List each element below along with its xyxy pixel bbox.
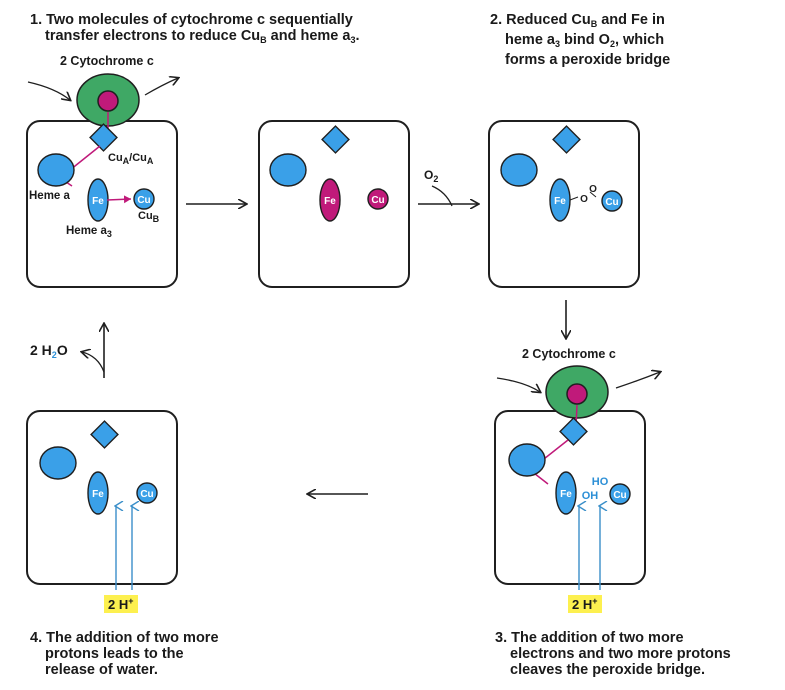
step3-line1: The addition of two more: [511, 630, 684, 646]
step1-number: 1.: [30, 12, 43, 28]
step2-line1-a: Reduced Cu: [506, 12, 591, 28]
step2-number: 2.: [490, 12, 503, 28]
heme-a3-text: Heme a: [66, 225, 107, 237]
water-text-b: O: [56, 342, 68, 358]
heme-a3-sub: 3: [106, 229, 112, 239]
cua-label: CuA/CuA: [108, 152, 153, 166]
cu-label-3: Cu: [605, 197, 618, 208]
o2-in-arrow: [431, 185, 453, 207]
fe-label-1: Fe: [92, 196, 104, 207]
protons-sup-4: +: [128, 596, 134, 606]
cytochrome-c-step1: [27, 73, 178, 127]
cu-label-1: Cu: [137, 195, 150, 206]
step4-caption: 4. The addition of two more protons lead…: [30, 630, 290, 678]
protons-badge-step4: 2 H+: [104, 595, 138, 613]
fe-reduced: [319, 178, 341, 222]
cytochrome-in-arrow: [27, 81, 70, 100]
step2-line2-c: , which: [614, 32, 665, 48]
heme-a-circle: [37, 153, 75, 187]
fe-label-2: Fe: [324, 196, 336, 207]
protons-sup-3: +: [592, 596, 598, 606]
step1-caption: 1. Two molecules of cytochrome c sequent…: [30, 12, 450, 48]
cytochrome-heme: [97, 90, 119, 112]
protons-badge-step3: 2 H+: [568, 595, 602, 613]
cua-sub2: A: [146, 156, 154, 166]
step2-line1-sub: B: [590, 19, 598, 29]
step4-line2: protons leads to the: [45, 646, 184, 662]
cu-label-2: Cu: [371, 195, 384, 206]
step1-line2: transfer electrons to reduce CuB and hem…: [30, 28, 450, 48]
heme-a-text: Heme a: [29, 190, 70, 202]
step3-line3: cleaves the peroxide bridge.: [510, 662, 706, 678]
cub-label: CuB: [138, 210, 159, 224]
step1-cytochrome-label: 2 Cytochrome c: [60, 54, 154, 68]
step2-line2-sub: 3: [554, 39, 560, 49]
cub-sub: B: [152, 214, 160, 224]
step4-line3: release of water.: [45, 662, 158, 678]
o2-text: O: [424, 168, 434, 182]
step2-line2: heme a3 bind O2, which: [490, 32, 770, 52]
step3-cytochrome-label: 2 Cytochrome c: [522, 347, 616, 361]
water-sub: 2: [51, 350, 57, 360]
panel5-contents: Fe Cu: [39, 420, 158, 590]
step3-number: 3.: [495, 630, 508, 646]
heme-a3-label: Heme a3: [66, 225, 112, 239]
panel1-contents: Fe Cu: [37, 112, 155, 222]
step2-line2-b: bind O: [560, 32, 610, 48]
step4-line1: The addition of two more: [46, 630, 219, 646]
panel2-contents: Fe Cu: [269, 125, 389, 222]
step1-line2-sub2: 3: [350, 35, 356, 45]
step3-caption: 3. The addition of two more electrons an…: [495, 630, 780, 678]
panel3-contents: Fe Cu O O: [500, 125, 623, 222]
protons-text-4: 2 H: [108, 597, 129, 612]
step1-line2-a: transfer electrons to reduce Cu: [45, 28, 261, 44]
fe-label-4: Fe: [560, 489, 572, 500]
step2-line1-b: and Fe in: [597, 12, 665, 28]
fe-label-3: Fe: [554, 196, 566, 207]
cub-text: Cu: [138, 210, 153, 222]
ho-label: HO: [592, 476, 609, 488]
water-label: 2 H2O: [30, 342, 68, 360]
step3-line2: electrons and two more protons: [510, 646, 731, 662]
cua-text: Cu: [108, 152, 123, 164]
cu-reduced: [367, 188, 389, 210]
panel4-contents: Fe Cu OH HO: [496, 365, 660, 590]
protons-text-3: 2 H: [572, 597, 593, 612]
cua-sub: A: [122, 156, 130, 166]
cua-sep: /Cu: [129, 152, 147, 164]
step2-line3: forms a peroxide bridge: [505, 52, 671, 68]
heme-a-label: Heme a: [29, 190, 70, 202]
o2-sub: 2: [433, 174, 439, 184]
step1-line2-b: and heme a: [266, 28, 351, 44]
water-out-arrow: [82, 352, 105, 373]
cub-circle: [133, 188, 155, 210]
peroxide-o2: O: [589, 184, 597, 195]
step2-caption: 2. Reduced CuB and Fe in heme a3 bind O2…: [490, 12, 770, 68]
step2-line2-sub2: 2: [609, 39, 615, 49]
cytochrome-out-arrow: [144, 78, 178, 96]
fe-label-5: Fe: [92, 489, 104, 500]
step1-line2-sub: B: [260, 35, 267, 45]
step1-line1: Two molecules of cytochrome c sequential…: [46, 12, 353, 28]
step4-number: 4.: [30, 630, 43, 646]
o2-label: O2: [424, 168, 438, 184]
oh-label: OH: [582, 490, 599, 502]
water-text-a: 2 H: [30, 342, 52, 358]
cu-label-5: Cu: [140, 489, 153, 500]
cua-diamond: [89, 123, 118, 152]
step2-line2-a: heme a: [505, 32, 555, 48]
step1-line2-c: .: [355, 28, 360, 44]
cu-label-4: Cu: [613, 490, 626, 501]
peroxide-o1: O: [580, 194, 588, 205]
